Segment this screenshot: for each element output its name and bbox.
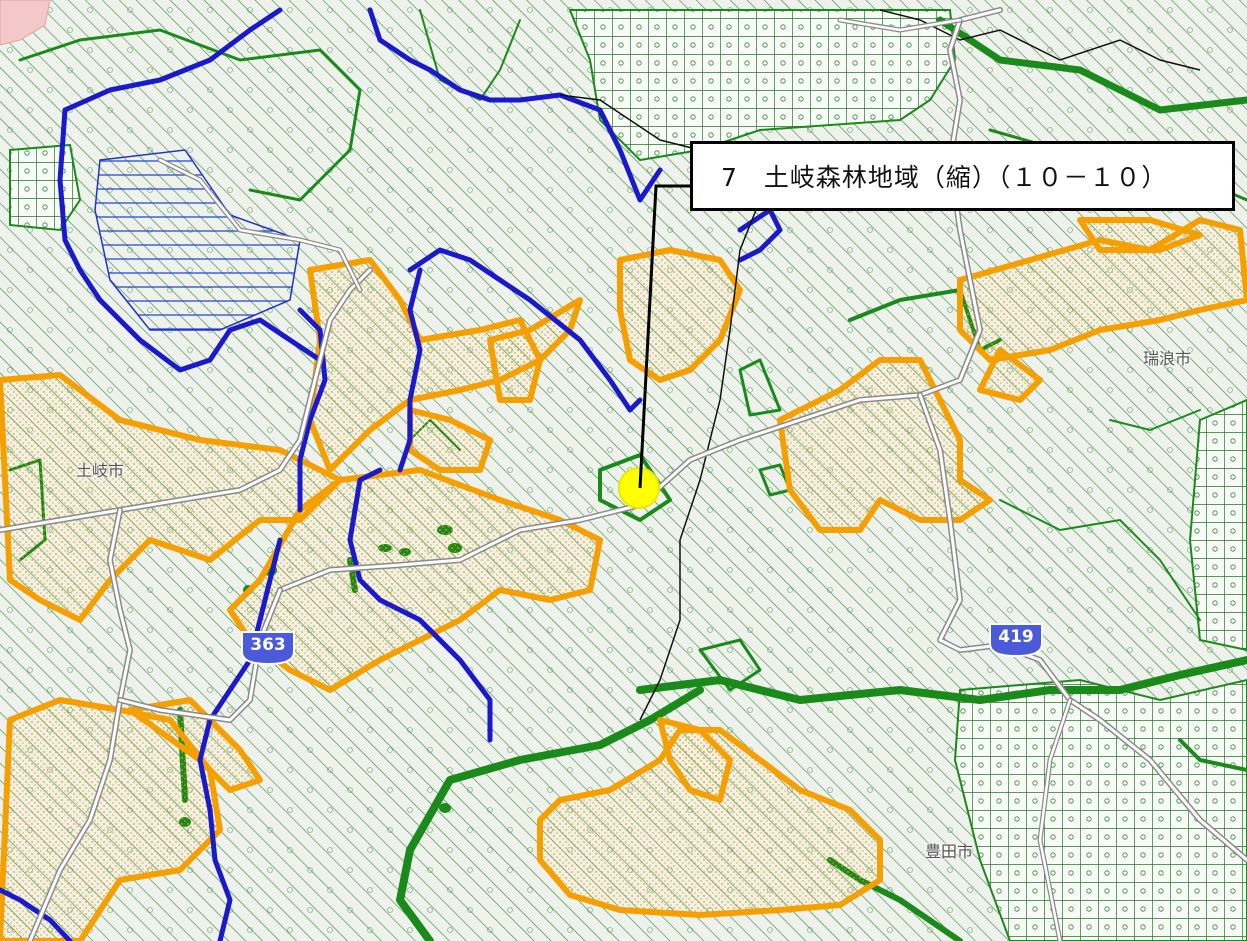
municipal-boundary <box>559 94 761 721</box>
blue-hatch-zone <box>94 149 301 331</box>
place-label-mizunami: 瑞浪市 <box>1143 349 1192 368</box>
place-label-toki: 土岐市 <box>76 461 125 480</box>
callout-leader-line <box>638 184 690 489</box>
place-label-toyota: 豊田市 <box>925 842 974 861</box>
route-shield-icon <box>989 623 1043 658</box>
route-shield-number: 363 <box>250 635 286 655</box>
route-shield-icon <box>241 631 295 666</box>
area-callout-label: 7 土岐森林地域（縮）（１０－１０） <box>690 141 1235 211</box>
route-shield-419: 419 <box>988 622 1044 658</box>
area-callout-text: 7 土岐森林地域（縮）（１０－１０） <box>721 163 1168 192</box>
grid-zone-topleft <box>9 143 82 232</box>
route-shield-number: 419 <box>998 627 1034 647</box>
highlight-marker[interactable] <box>618 467 660 509</box>
route-shield-363: 363 <box>240 630 296 666</box>
grid-zone-right <box>1188 398 1247 652</box>
corner-patch <box>0 0 51 46</box>
